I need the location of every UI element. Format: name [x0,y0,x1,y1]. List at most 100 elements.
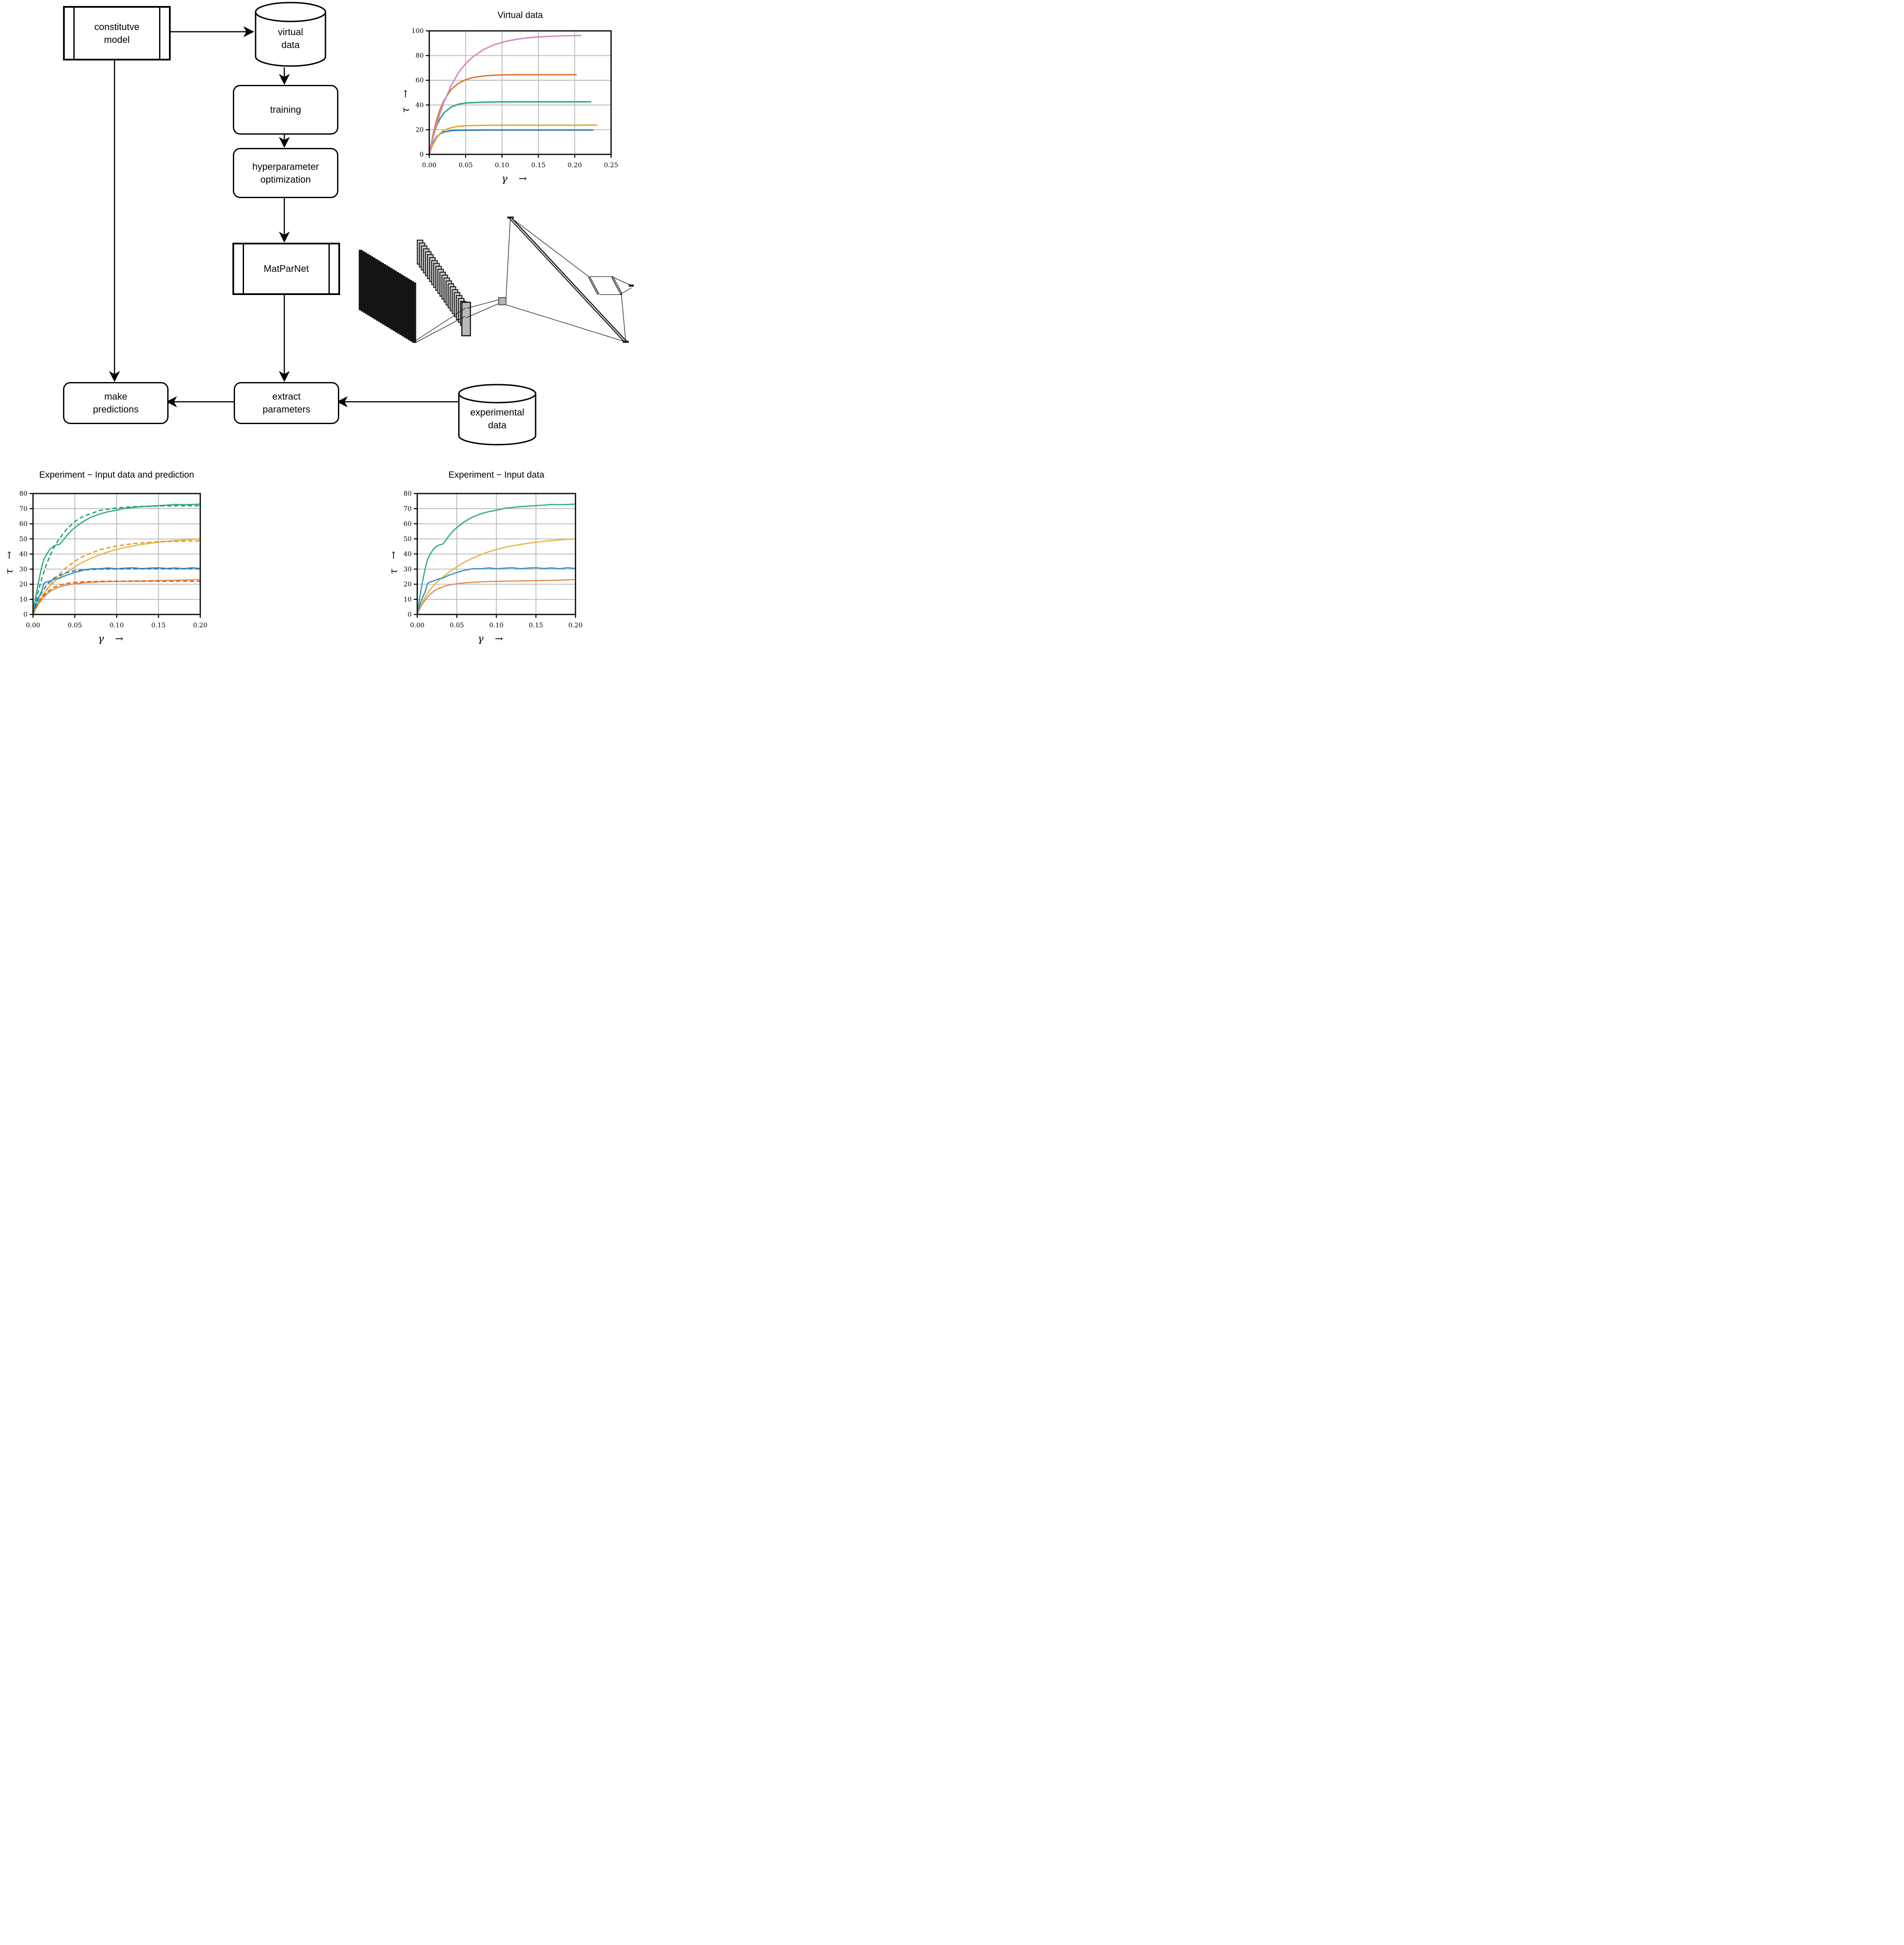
y-tick-label: 20 [416,126,424,133]
y-tick-label: 40 [416,101,424,109]
y-tick-label: 40 [19,550,27,558]
series-virtual-sample-green [428,101,592,155]
database-cylinder-icon [458,384,536,446]
y-tick-label: 40 [404,550,412,558]
y-tick-label: 20 [19,581,27,588]
y-tick-label: 10 [404,596,412,603]
series-input-gold [416,538,576,615]
virtual-data-chart: 0.00 0.05 0.10 0.15 0.20 0.25 0 20 40 60 80 100 Virt… [399,3,630,205]
flow-node-extract-parameters: extract parameters [234,382,339,424]
y-tick-label: 70 [404,505,412,512]
nn-conv-stack [417,240,471,337]
x-tick-label: 0.10 [109,621,124,629]
database-cylinder-icon [255,2,326,67]
series-prediction-green [32,505,201,615]
x-tick-label: 0.05 [458,161,473,169]
x-tick-label: 0.25 [604,161,618,169]
flow-node-hyperparameter-optimization: hyperparameter optimization [233,148,338,198]
series-input-blue [416,567,576,615]
hyperparameter-optimization-label: hyperparameter optimization [252,161,319,185]
x-tick-label: 0.10 [489,621,503,629]
flow-node-training: training [233,85,338,135]
data-series [428,35,597,155]
grid-lines [33,494,200,614]
nn-connection-lines [414,217,626,343]
x-tick-label: 0.00 [422,161,436,169]
data-series [32,503,201,615]
x-tick-label: 0.15 [529,621,543,629]
y-tick-label: 0 [419,151,424,158]
chart-title: Experiment − Input data and prediction [39,470,194,480]
y-tick-label: 80 [404,490,412,497]
x-axis-label: γ→ [501,173,527,184]
series-prediction-gold [32,540,201,615]
virtual-data-plot: 0.00 0.05 0.10 0.15 0.20 0.25 0 20 40 60 80 100 Virt… [400,10,618,184]
nn-dense-layer-bar [507,217,629,343]
y-tick-label: 50 [404,535,412,543]
flow-node-make-predictions: make predictions [63,382,169,424]
series-virtual-sample-orange [428,74,577,155]
series-virtual-sample-gold [428,124,597,155]
x-tick-label: 0.20 [193,621,207,629]
plot-frame [428,30,612,155]
y-tick-label: 0 [23,611,27,618]
y-axis-label: τ→ [4,551,15,574]
series-input-green [416,503,576,615]
series-virtual-sample-pink [428,35,581,155]
matparnet-label: MatParNet [263,263,309,274]
axis-ticks: 0.00 0.05 0.10 0.15 0.20 0.25 0 20 40 60 80 100 [411,27,618,169]
nn-last-feature-map [461,301,471,337]
y-tick-label: 30 [19,565,27,573]
chart-title: Experiment − Input data [449,470,545,480]
y-tick-label: 100 [411,27,424,35]
cnn-architecture-graphic [359,217,634,343]
x-tick-label: 0.00 [26,621,40,629]
series-input-green [32,503,201,615]
y-tick-label: 60 [404,520,412,528]
nn-flatten-node [498,297,506,305]
x-axis-label: γ→ [98,633,123,644]
y-tick-label: 70 [19,505,27,512]
y-tick-label: 20 [404,581,412,588]
x-axis-label: γ→ [478,633,503,644]
nn-input-layer [359,250,416,343]
y-tick-label: 80 [416,52,424,60]
flowchart-connectors [109,26,458,407]
x-tick-label: 0.00 [410,621,424,629]
x-tick-label: 0.15 [531,161,545,169]
flow-node-experimental-data: experimental data [458,384,536,446]
series-prediction-blue [32,568,200,615]
chart-title: Virtual data [497,10,543,20]
nn-output-layer [588,276,634,295]
y-axis-label: τ→ [400,90,411,113]
experimental-data-label: experimental data [470,406,524,431]
virtual-data-label: virtual data [278,26,303,50]
y-tick-label: 10 [19,596,27,603]
y-tick-label: 60 [416,76,424,84]
series-input-orange [416,579,576,615]
extract-parameters-label: extract parameters [262,391,310,415]
x-tick-label: 0.15 [151,621,166,629]
grid-lines [417,494,575,614]
x-tick-label: 0.20 [567,161,581,169]
training-label: training [270,104,301,115]
figure-page: constitutve model virtual data training … [0,0,635,648]
series-prediction-orange [32,580,200,615]
grid-lines [429,31,611,154]
x-tick-label: 0.10 [495,161,509,169]
x-tick-label: 0.05 [450,621,464,629]
x-tick-label: 0.05 [68,621,82,629]
y-tick-label: 0 [407,611,412,618]
series-virtual-sample-blue [428,129,594,155]
flow-node-matparnet: MatParNet [232,243,340,295]
constitutive-model-label: constitutve model [94,21,140,45]
series-input-blue [32,567,201,615]
y-axis-label: τ→ [388,551,399,574]
y-tick-label: 60 [19,520,27,528]
